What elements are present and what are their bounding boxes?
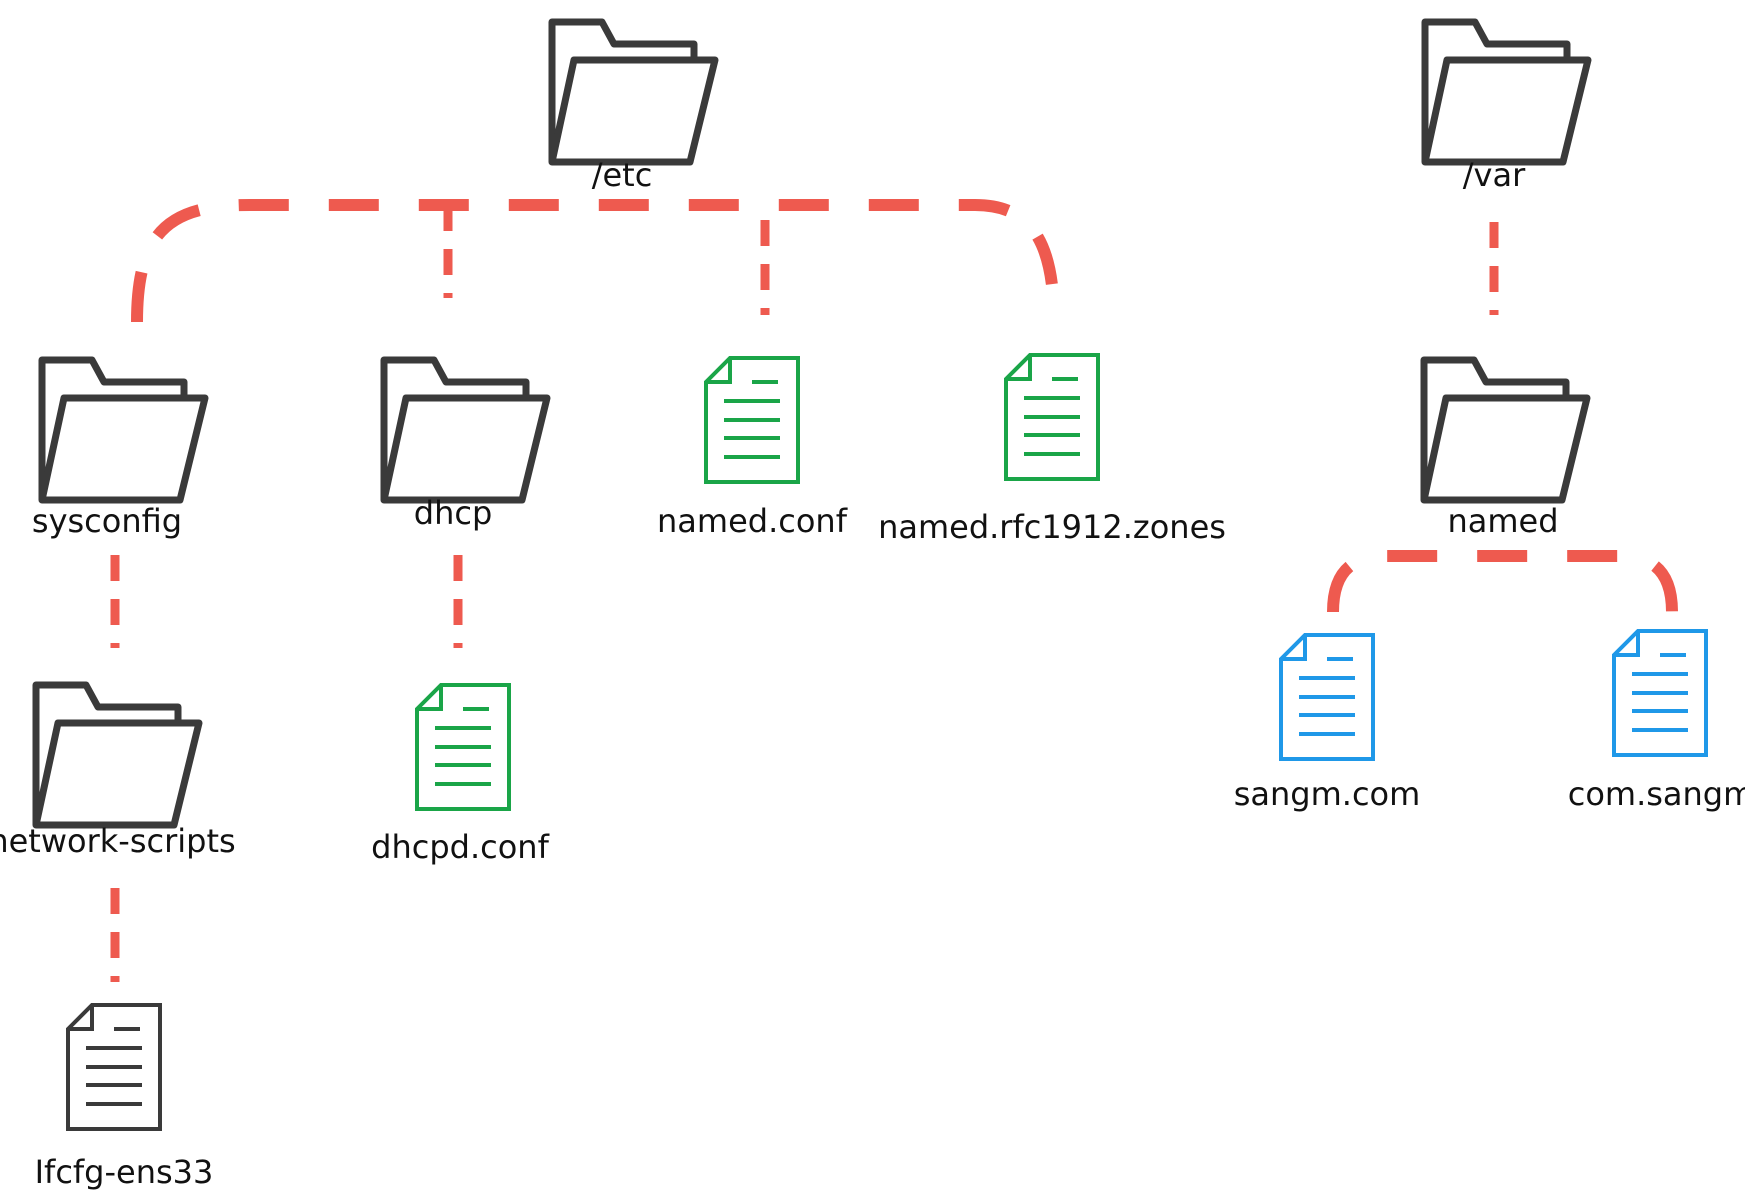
node-label: sysconfig <box>32 502 182 540</box>
node-label: sangm.com <box>1234 775 1421 813</box>
node-com-sangm[interactable]: com.sangm <box>1568 629 1745 813</box>
file-icon <box>66 1003 162 1131</box>
node-sysconfig[interactable]: sysconfig <box>32 360 205 540</box>
file-icon <box>704 356 800 484</box>
node-label: named.conf <box>657 502 848 540</box>
folder-icon <box>36 685 199 825</box>
folder-icon <box>42 360 205 500</box>
node-sangm-com[interactable]: sangm.com <box>1234 633 1421 813</box>
node-dhcpd-conf[interactable]: dhcpd.conf <box>371 683 550 866</box>
node-ifcfg-ens33[interactable]: Ifcfg-ens33 <box>35 1003 214 1191</box>
folder-icon <box>384 360 547 500</box>
folder-icon <box>1425 22 1588 162</box>
folder-icon <box>552 22 715 162</box>
file-icon <box>1612 629 1708 757</box>
node-named[interactable]: named <box>1424 360 1587 540</box>
node-var[interactable]: /var <box>1425 22 1588 194</box>
node-network-scripts[interactable]: network-scripts <box>0 685 236 860</box>
node-label: named <box>1447 502 1558 540</box>
node-etc[interactable]: /etc <box>552 22 715 194</box>
node-label: /var <box>1463 156 1526 194</box>
node-named-conf[interactable]: named.conf <box>657 356 848 540</box>
node-label: Ifcfg-ens33 <box>35 1153 214 1191</box>
node-label: named.rfc1912.zones <box>878 508 1226 546</box>
node-label: dhcp <box>414 494 493 532</box>
folder-icon <box>1424 360 1587 500</box>
node-label: com.sangm <box>1568 775 1745 813</box>
node-dhcp[interactable]: dhcp <box>384 360 547 532</box>
node-label: dhcpd.conf <box>371 828 549 866</box>
node-named-rfc1912-zones[interactable]: named.rfc1912.zones <box>878 353 1226 546</box>
etc-children-connector <box>131 199 1060 323</box>
file-icon <box>1004 353 1100 481</box>
file-icon <box>415 683 511 811</box>
file-icon <box>1279 633 1375 761</box>
named-children-connector <box>1327 550 1678 613</box>
node-label: network-scripts <box>0 822 236 860</box>
connectors <box>110 199 1678 982</box>
node-label: /etc <box>592 156 653 194</box>
